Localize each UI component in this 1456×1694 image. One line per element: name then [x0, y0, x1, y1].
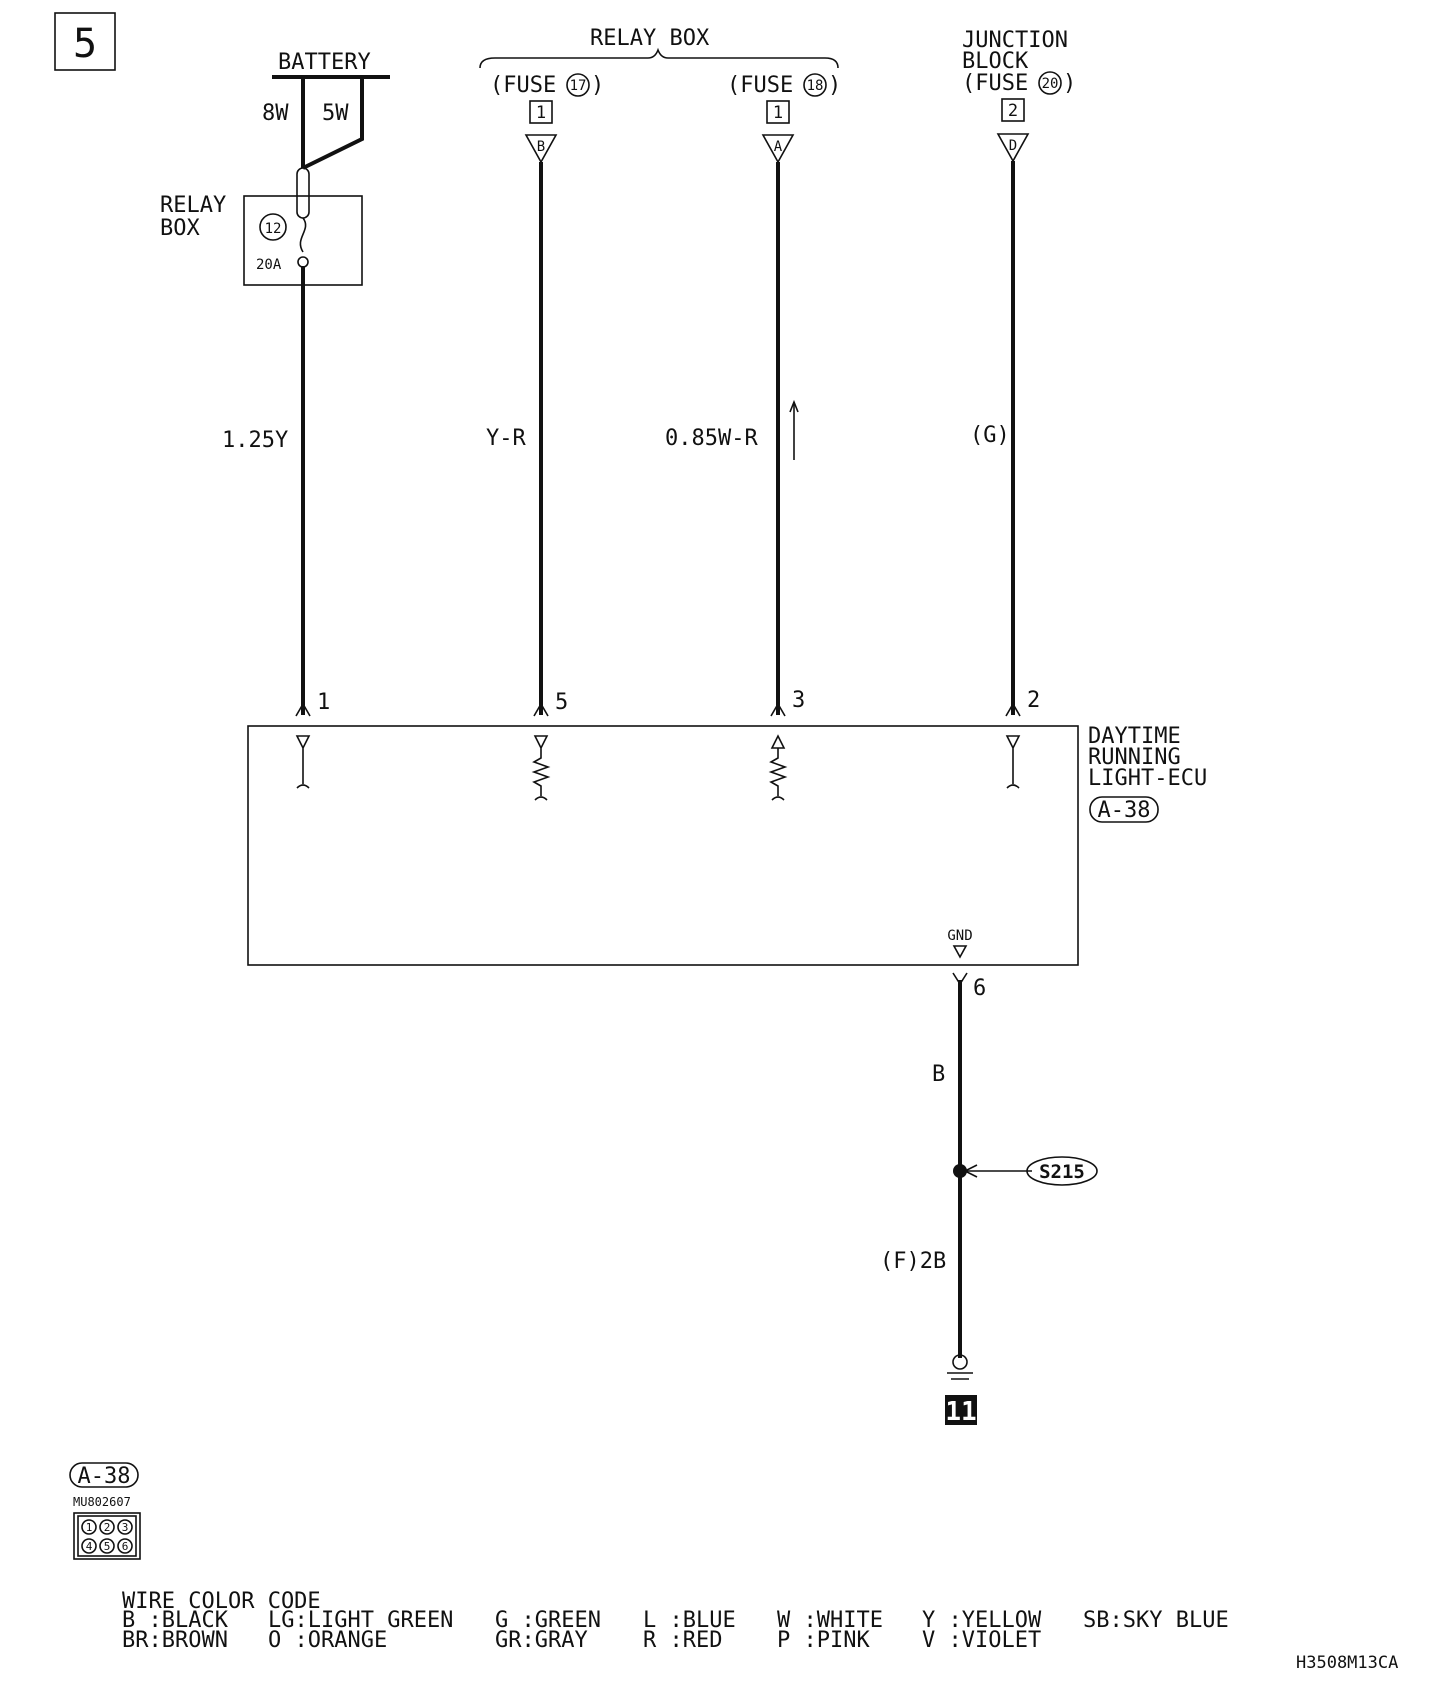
color-code-title: WIRE COLOR CODE: [122, 1589, 321, 1614]
relay-box-bracket: RELAY BOX: [479, 26, 839, 69]
fuse-17-pin: B: [537, 139, 545, 155]
wire-5-pin: 5: [555, 690, 568, 715]
code-lg: LG:LIGHT GREEN: [268, 1608, 453, 1633]
fuse-20-pin: D: [1009, 138, 1017, 154]
ground-wire: 6 B S215 (F)2B 11: [880, 972, 1098, 1427]
junction-label-2: BLOCK: [962, 49, 1029, 74]
code-w: W :WHITE: [777, 1608, 883, 1633]
code-br: BR:BROWN: [122, 1628, 228, 1653]
gnd-terminal-label: GND: [947, 928, 972, 944]
fuse-20-connector: 2: [1008, 101, 1018, 121]
code-l: L :BLUE: [643, 1608, 736, 1633]
daytime-running-light-ecu: DAYTIME RUNNING LIGHT-ECU A-38 GND: [247, 724, 1207, 966]
code-g: G :GREEN: [495, 1608, 601, 1633]
wire-1-label: 1.25Y: [222, 428, 288, 453]
wire-color-code-legend: WIRE COLOR CODE B :BLACK LG:LIGHT GREEN …: [122, 1589, 1229, 1653]
junction-label-1: JUNCTION: [962, 28, 1068, 53]
gnd-wire-label-2: (F)2B: [880, 1249, 946, 1274]
code-gr: GR:GRAY: [495, 1628, 588, 1653]
code-r: R :RED: [643, 1628, 722, 1653]
pin-6: 6: [122, 1540, 129, 1553]
ecu-label-1: DAYTIME: [1088, 724, 1181, 749]
fuse-18-source: (FUSE 18 ) 1 A: [727, 73, 841, 164]
battery-label: BATTERY: [278, 50, 371, 75]
wire-3-pin: 3: [792, 688, 805, 713]
relay-box-top-label: RELAY BOX: [590, 26, 710, 51]
pin-1: 1: [86, 1521, 93, 1534]
relay-box-label-1: RELAY: [160, 193, 226, 218]
wire-2-label: (G): [970, 423, 1010, 448]
code-v: V :VIOLET: [922, 1628, 1041, 1653]
fuse-17-number: 17: [570, 78, 587, 94]
fuse-20-number: 20: [1042, 76, 1059, 92]
wire-2-pin: 2: [1027, 688, 1040, 713]
fuse-12-rating: 20A: [256, 257, 282, 273]
wire-3-label: 0.85W-R: [665, 426, 758, 451]
connector-view-a38: A-38 MU802607 1 2 3 4 5 6: [69, 1462, 141, 1560]
gnd-pin: 6: [973, 976, 986, 1001]
pin-2: 2: [104, 1521, 111, 1534]
relay-box-fuse-12: RELAY BOX 12 20A: [160, 167, 363, 286]
connector-view-label: A-38: [78, 1464, 131, 1489]
fuse-17-connector: 1: [536, 103, 546, 123]
ecu-connector-id: A-38: [1098, 798, 1151, 823]
fuse-18-prefix: (FUSE: [727, 73, 793, 98]
wire-2: (G) 2: [970, 161, 1040, 717]
page-number-box: 5: [54, 12, 116, 71]
ecu-label-3: LIGHT-ECU: [1088, 766, 1207, 791]
pin-3: 3: [122, 1521, 129, 1534]
code-y: Y :YELLOW: [922, 1608, 1042, 1633]
junction-block-fuse-20: JUNCTION BLOCK (FUSE 20 ) 2 D: [962, 28, 1076, 163]
wire-3: 0.85W-R 3: [665, 162, 805, 717]
splice-label: S215: [1039, 1161, 1085, 1183]
fuse-18-suffix: ): [828, 73, 841, 98]
code-b: B :BLACK: [122, 1608, 229, 1633]
fuse-17-source: (FUSE 17 ) 1 B: [490, 73, 604, 164]
code-p: P :PINK: [777, 1628, 870, 1653]
battery-wire-8w: 8W: [262, 101, 289, 126]
wire-5-label: Y-R: [486, 426, 526, 451]
wire-1-pin: 1: [317, 690, 330, 715]
fuse-18-pin: A: [774, 139, 783, 155]
page-number: 5: [73, 21, 97, 67]
fuse-18-connector: 1: [773, 103, 783, 123]
pin-4: 4: [86, 1540, 93, 1553]
battery: BATTERY 8W 5W: [262, 50, 390, 170]
wire-1: 1.25Y 1: [222, 266, 330, 717]
fuse-12-number: 12: [265, 221, 282, 237]
pin-5: 5: [104, 1540, 111, 1553]
fuse-20-suffix: ): [1063, 71, 1076, 96]
ground-point-number: 11: [945, 1397, 976, 1427]
code-o: O :ORANGE: [268, 1628, 387, 1653]
wire-5: Y-R 5: [486, 162, 568, 717]
battery-wire-5w: 5W: [322, 101, 349, 126]
connector-part-number: MU802607: [73, 1495, 131, 1509]
ecu-label-2: RUNNING: [1088, 745, 1181, 770]
gnd-wire-label: B: [932, 1062, 945, 1087]
fuse-18-number: 18: [807, 78, 824, 94]
relay-box-label-2: BOX: [160, 216, 200, 241]
drawing-code: H3508M13CA: [1296, 1653, 1398, 1673]
fuse-20-prefix: (FUSE: [962, 71, 1028, 96]
code-sb: SB:SKY BLUE: [1083, 1608, 1229, 1633]
fuse-17-suffix: ): [591, 73, 604, 98]
fuse-17-prefix: (FUSE: [490, 73, 556, 98]
